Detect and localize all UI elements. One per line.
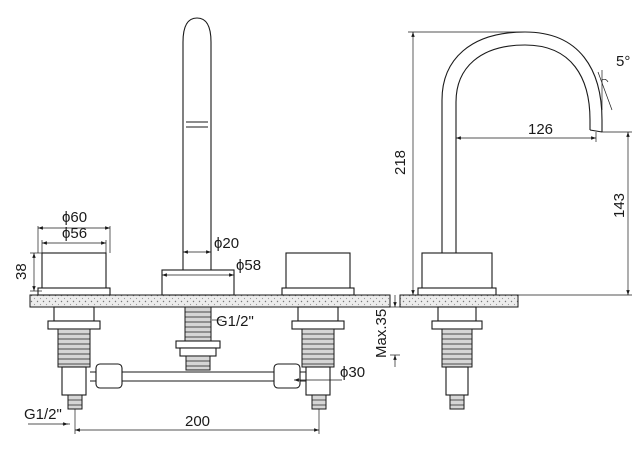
label-dia-56: ϕ56 (62, 225, 87, 242)
right-handle (281, 252, 355, 296)
front-view (28, 17, 400, 434)
label-height-38: 38 (13, 263, 30, 280)
right-valve-body (291, 306, 345, 410)
label-width-200: 200 (185, 413, 210, 430)
left-handle (37, 226, 111, 296)
label-dia-58: ϕ58 (236, 257, 261, 274)
connecting-pipe (90, 363, 306, 389)
label-reach-126: 126 (528, 121, 553, 138)
label-height-218: 218 (392, 150, 409, 175)
side-view (399, 31, 632, 410)
label-dia-60: ϕ60 (62, 209, 87, 226)
left-thread-lines (58, 333, 90, 365)
countertop (29, 294, 391, 308)
label-thread-top: G1/2" (216, 313, 254, 330)
label-dia-20: ϕ20 (214, 235, 239, 252)
label-dia-30: ϕ30 (340, 364, 365, 381)
side-countertop (399, 294, 519, 308)
label-thread-bottom: G1/2" (24, 406, 62, 423)
dimension-labels: ϕ60 ϕ56 ϕ20 ϕ58 G1/2" ϕ30 G1/2" 200 38 M… (13, 53, 630, 430)
label-angle-5: 5° (616, 53, 630, 70)
label-height-143: 143 (611, 193, 628, 218)
left-valve-body (47, 306, 101, 410)
label-max-35: Max.35 (373, 309, 390, 358)
center-spout (161, 17, 235, 371)
